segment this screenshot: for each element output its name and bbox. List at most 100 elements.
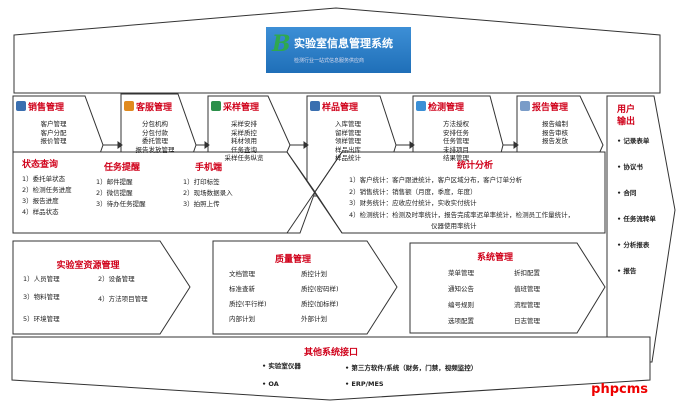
output-item: 任务流转单: [617, 214, 656, 225]
mobile-item: 2）现场数据录入: [183, 189, 233, 197]
interfaces-section: 其他系统接口: [12, 345, 650, 358]
quality-item: 文档管理: [229, 270, 255, 278]
output-item: 记录表单: [617, 136, 656, 147]
flow-step-items: 采样安排采样质控耗材领用任务查询采样任务纵览: [211, 120, 277, 163]
quality-title: 质量管理: [274, 255, 311, 265]
flow-step-items: 方法授权安排任务任务管理未排项目结果管理: [416, 120, 496, 163]
output-item: 合同: [617, 188, 656, 199]
system-section: 系统管理 菜单管理折扣配置通知公告值班管理编号规则流程管理选项配置日志管理: [410, 250, 580, 326]
flow-item: 报价管理: [40, 137, 67, 145]
flow-item: 采样任务纵览: [224, 154, 264, 162]
flow-item: 报告发放管理: [135, 145, 175, 154]
resources-item: 5）环境管理: [23, 315, 60, 323]
interface-item: • OA: [262, 380, 279, 388]
flow-item: 入库管理: [335, 120, 361, 128]
stats-item: 2）销售统计：销售额（月度，季度，年度）: [349, 187, 477, 196]
flow-step: 客服管理分包机构分包付款委托管理报告发放管理: [124, 100, 186, 154]
flow-step-title-text: 采样管理: [223, 103, 260, 113]
system-item: 选项配置: [448, 317, 474, 325]
panel-interfaces: [11, 336, 651, 401]
resources-item: 3）物料管理: [23, 293, 60, 301]
flow-item: 委托管理: [142, 137, 168, 145]
interface-item: • ERP/MES: [345, 380, 384, 388]
panel-left: [12, 151, 316, 234]
flow-item: 样品出库: [335, 145, 361, 154]
title-banner: B 实验室信息管理系统 检测行业一站式信息服务供应商: [266, 27, 411, 73]
output-item: 分析报表: [617, 240, 656, 251]
output-item: 报告: [617, 266, 656, 277]
flow-step-title-text: 客服管理: [136, 103, 173, 113]
system-item: 编号规则: [448, 301, 474, 309]
flow-item: 报告审核: [542, 128, 568, 137]
report-icon: [520, 101, 530, 111]
flow-item: 结果管理: [443, 154, 469, 162]
system-item: 菜单管理: [448, 269, 474, 277]
reminder-item: 3）待办任务提醒: [96, 200, 146, 208]
flow-step: 销售管理客户管理客户分配报价管理: [16, 100, 91, 146]
flow-step-title-text: 检测管理: [428, 103, 465, 113]
status-item: 4）样品状态: [22, 208, 59, 216]
flow-item: 采样质控: [231, 128, 257, 137]
quality-item: 质控(密码样): [301, 285, 339, 293]
system-item: 值班管理: [514, 285, 540, 293]
flow-item: 报告编制: [542, 120, 568, 128]
flow-item: 分包付款: [142, 128, 168, 137]
watermark: phpcms: [591, 382, 648, 397]
flow-step: 样品管理入库管理留样管理领样管理样品出库样品统计: [310, 100, 386, 163]
quality-item: 质控(平行样): [229, 300, 267, 308]
interface-item: • 实验室仪器: [262, 362, 301, 370]
quality-item: 质控计划: [301, 270, 327, 278]
status-title: 状态查询: [22, 160, 59, 170]
flow-item: 分包机构: [142, 120, 168, 128]
flow-step: 检测管理方法授权安排任务任务管理未排项目结果管理: [416, 100, 496, 163]
system-item: 通知公告: [448, 285, 474, 293]
flow-item: 任务管理: [443, 137, 469, 145]
flow-item: 方法授权: [443, 120, 469, 128]
stats-item: 4）检测统计：检测及时率统计，报告完成率迟单率统计，检测员工作量统计，: [349, 210, 575, 219]
quality-item: 外部计划: [301, 315, 327, 323]
flow-item: 采样安排: [231, 120, 257, 128]
flow-step-title: 样品管理: [310, 100, 386, 113]
quality-item: 标准查新: [229, 285, 255, 293]
logo: B: [272, 31, 291, 57]
system-item: 日志管理: [514, 317, 540, 325]
flow-item: 任务查询: [231, 145, 257, 154]
status-item: 1）委托单状态: [22, 175, 66, 183]
flow-step-title-text: 销售管理: [28, 103, 65, 113]
flow-step-items: 入库管理留样管理领样管理样品出库样品统计: [310, 120, 386, 163]
flow-item: 安排任务: [443, 128, 469, 137]
panel-system: [409, 242, 606, 334]
flow-step-title: 销售管理: [16, 100, 91, 113]
flow-step-title: 报告管理: [520, 100, 590, 113]
flow-item: 耗材领用: [231, 137, 257, 145]
status-item: 3）报告进度: [22, 197, 59, 205]
mobile-item: 1）打印标签: [183, 178, 220, 186]
interfaces-title: 其他系统接口: [303, 348, 358, 358]
reminder-item: 1）邮件提醒: [96, 178, 133, 186]
system-item: 流程管理: [514, 301, 540, 309]
flow-step: 报告管理报告编制报告审核报告发放: [520, 100, 590, 146]
flow-item: 客户分配: [40, 128, 67, 137]
system-title: 系统管理: [476, 253, 513, 263]
mobile-title: 手机端: [195, 163, 223, 173]
flow-item: 未排项目: [443, 145, 469, 154]
panel-resources: [12, 240, 191, 335]
flow-step-title-text: 样品管理: [322, 103, 359, 113]
flow-step-items: 客户管理客户分配报价管理: [16, 120, 91, 146]
resources-item: 2）设备管理: [98, 275, 135, 283]
quality-section: 质量管理 文档管理质控计划标准查新质控(密码样)质控(平行样)质控(加标样)内部…: [213, 252, 373, 324]
quality-item: 质控(加标样): [301, 300, 339, 308]
page-subtitle: 检测行业一站式信息服务供应商: [294, 58, 365, 64]
reminder-item: 2）微信提醒: [96, 189, 133, 197]
flask-icon: [416, 101, 426, 111]
interface-item: • 第三方软件/系统（财务，门禁，视频监控）: [345, 364, 478, 372]
reminder-title: 任务提醒: [104, 163, 141, 173]
resources-item: 1）人员管理: [23, 275, 60, 283]
flow-item: 留样管理: [335, 128, 361, 137]
flow-step-title: 采样管理: [211, 100, 277, 113]
output-panel: 用户输出 记录表单协议书合同任务流转单分析报表报告: [617, 104, 656, 292]
output-title: 用户输出: [617, 105, 636, 127]
stats-item: 仪器使用率统计: [431, 222, 477, 230]
